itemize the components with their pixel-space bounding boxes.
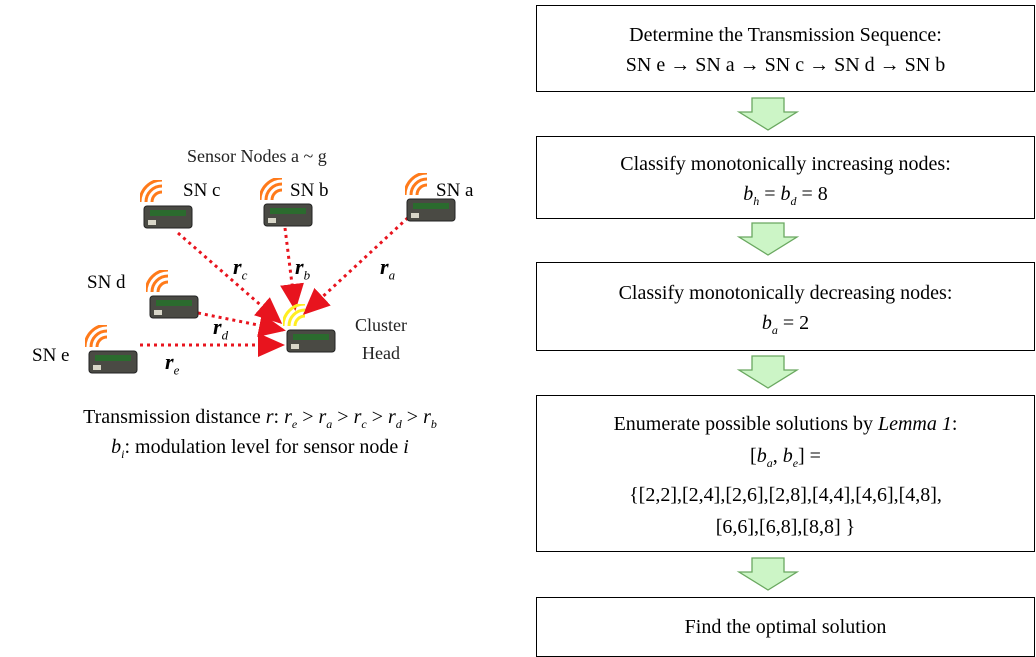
step3-title: Classify monotonically decreasing nodes:	[618, 282, 953, 304]
step1-title: Determine the Transmission Sequence:	[629, 24, 942, 46]
sensor-node-b	[260, 178, 313, 227]
arrow-c	[177, 231, 283, 324]
distance-label-rc: rc	[233, 254, 248, 283]
sensor-node-c	[140, 180, 193, 229]
sensor-node-e	[85, 325, 138, 374]
flow-step-increasing: Classify monotonically increasing nodes:…	[536, 136, 1035, 219]
flow-step-enumerate: Enumerate possible solutions by Lemma 1:…	[536, 395, 1035, 552]
distance-arrows	[140, 211, 415, 357]
network-title: Sensor Nodes a ~ g	[187, 146, 327, 166]
arrow-b	[280, 227, 304, 311]
flow-step-sequence: Determine the Transmission Sequence: SN …	[536, 5, 1035, 92]
step4-title: Enumerate possible solutions by Lemma 1:	[613, 413, 958, 435]
distance-label-rd: rd	[213, 314, 229, 343]
step2-title: Classify monotonically increasing nodes:	[620, 153, 951, 175]
caption-line1: Transmission distance r: re > ra > rc > …	[83, 406, 437, 431]
flow-step-optimal: Find the optimal solution	[536, 597, 1035, 657]
node-label-c: SN c	[183, 180, 221, 201]
distance-label-ra: ra	[380, 254, 396, 283]
sensor-node-a	[405, 173, 456, 222]
step3-values: ba = 2	[761, 312, 810, 337]
arrow-d	[197, 311, 286, 338]
node-label-b: SN b	[290, 180, 329, 201]
flow-arrow-3	[736, 355, 800, 389]
step4-vars: [ba, be] =	[750, 445, 821, 470]
node-label-a: SN a	[436, 180, 474, 201]
sensor-node-d	[146, 270, 199, 319]
step4-set-line1: {[2,2],[2,4],[2,6],[2,8],[4,4],[4,6],[4,…	[629, 484, 942, 506]
caption-line2: bi: modulation level for sensor node i	[111, 436, 409, 461]
cluster-head-label-line2: Head	[362, 343, 400, 363]
cluster-head-label-line1: Cluster	[355, 315, 407, 335]
step4-set-line2: [6,6],[6,8],[8,8] }	[715, 516, 856, 538]
step2-values: bh = bd = 8	[743, 183, 828, 208]
node-label-e: SN e	[32, 345, 70, 366]
cluster-head-node	[283, 304, 336, 353]
distance-label-re: re	[165, 349, 180, 378]
flow-arrow-4	[736, 557, 800, 591]
flow-arrow-1	[736, 97, 800, 131]
step5-title: Find the optimal solution	[684, 616, 887, 638]
node-label-d: SN d	[87, 272, 126, 293]
step1-sequence: SN e → SN a → SN c → SN d → SN b	[625, 54, 946, 76]
distance-label-rb: rb	[295, 254, 311, 283]
flow-arrow-2	[736, 222, 800, 256]
flow-step-decreasing: Classify monotonically decreasing nodes:…	[536, 262, 1035, 351]
